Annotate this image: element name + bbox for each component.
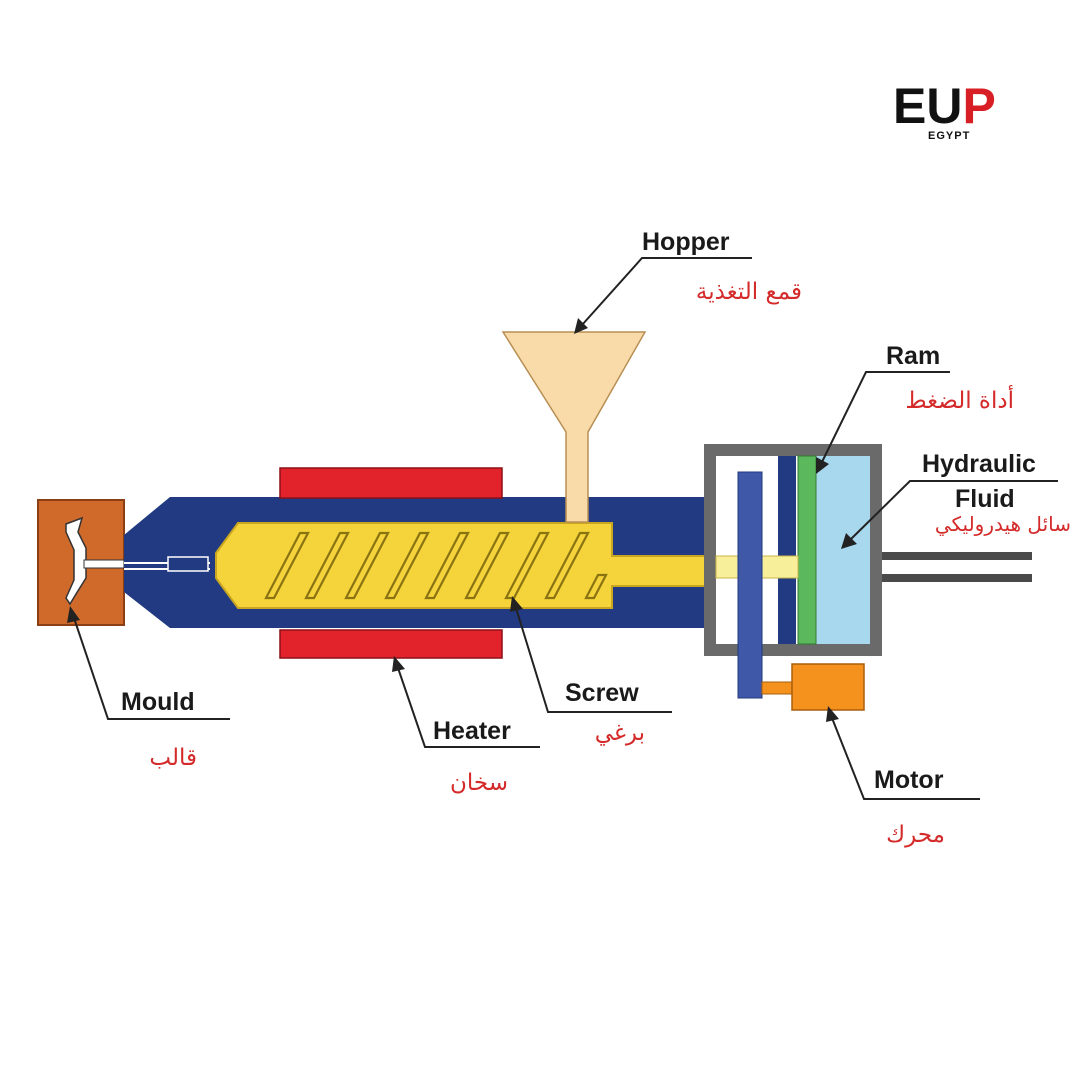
eup-logo: EUP EGYPT bbox=[893, 78, 996, 142]
logo-prefix: EU bbox=[893, 78, 962, 134]
rod-bottom bbox=[882, 574, 1032, 582]
label-screw-en: Screw bbox=[565, 679, 639, 707]
screw bbox=[215, 522, 709, 609]
logo-suffix: P bbox=[962, 78, 995, 134]
label-motor-ar: محرك bbox=[886, 822, 945, 848]
label-ram-en: Ram bbox=[886, 342, 940, 370]
logo-subtitle: EGYPT bbox=[928, 130, 970, 142]
label-screw-ar: برغي bbox=[595, 720, 645, 746]
label-hydraulic-ar: سائل هيدروليكي bbox=[935, 512, 1071, 537]
label-motor-en: Motor bbox=[874, 766, 944, 794]
rod-top bbox=[882, 552, 1032, 560]
label-hopper-ar: قمع التغذية bbox=[696, 279, 802, 305]
heater-bottom bbox=[279, 629, 503, 659]
label-heater-ar: سخان bbox=[450, 770, 508, 796]
mould bbox=[37, 499, 125, 626]
label-heater-en: Heater bbox=[433, 717, 511, 745]
ram-block bbox=[778, 456, 796, 644]
label-hopper-en: Hopper bbox=[642, 228, 730, 256]
label-hydraulic-en-line2: Fluid bbox=[955, 485, 1015, 513]
hopper bbox=[501, 331, 647, 523]
label-mould-en: Mould bbox=[121, 688, 195, 716]
drive-gear bbox=[737, 471, 763, 699]
heater-top bbox=[279, 467, 503, 499]
motor bbox=[761, 663, 865, 711]
label-ram-ar: أداة الضغط bbox=[905, 385, 1014, 414]
hydraulic-fluid bbox=[816, 456, 870, 644]
hydraulic-unit bbox=[704, 444, 1032, 699]
leader-lines bbox=[67, 257, 1058, 800]
svg-text:EUP: EUP bbox=[893, 78, 996, 134]
ram-plate bbox=[797, 455, 817, 645]
label-hydraulic-en-line1: Hydraulic bbox=[922, 450, 1036, 478]
label-mould-ar: قالب bbox=[149, 745, 197, 771]
